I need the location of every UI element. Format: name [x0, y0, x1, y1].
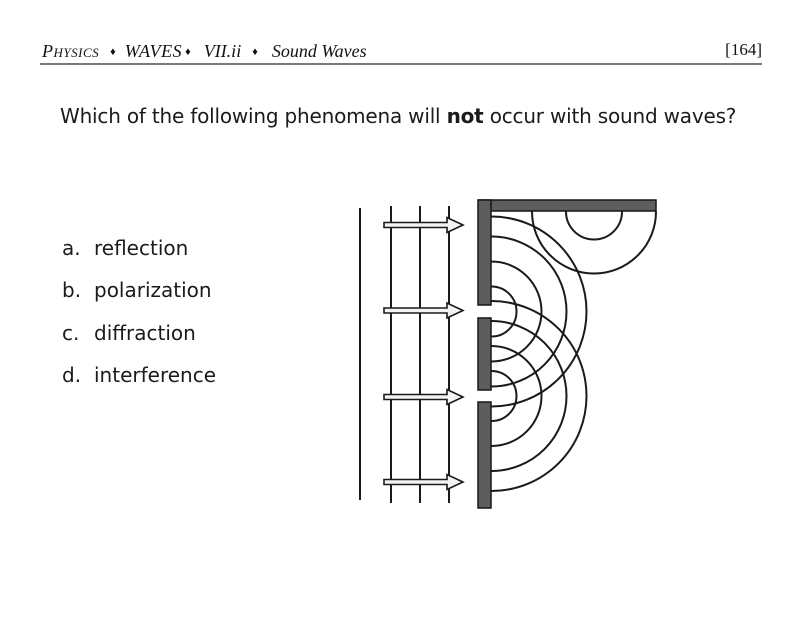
diffracted-wavefront-arc: [491, 300, 588, 492]
direction-arrow-icon: [383, 301, 465, 320]
diffracted-wavefront-arc: [491, 320, 568, 472]
option-letter: d.: [62, 363, 82, 387]
barrier-segment: [477, 199, 492, 306]
diffracted-wavefront-arc: [491, 260, 543, 363]
option-label: interference: [94, 363, 217, 387]
header-subject: Physics: [42, 41, 100, 61]
option-letter: a.: [62, 236, 81, 260]
barrier-segment: [477, 317, 492, 391]
option-letter: b.: [62, 278, 82, 302]
diamond-separator-icon: ♦: [252, 46, 258, 58]
diffracted-wavefront-arc: [491, 235, 568, 388]
answer-option-a: a. reflection: [62, 236, 188, 260]
diamond-separator-icon: ♦: [185, 46, 191, 58]
question-before: Which of the following phenomena will: [60, 104, 447, 128]
answer-option-b: b. polarization: [62, 278, 212, 302]
option-label: diffraction: [94, 321, 196, 345]
header-section-number: VII.ii: [203, 41, 242, 61]
reflected-wavefront-arc: [531, 211, 657, 275]
direction-arrow-icon: [383, 388, 465, 406]
answer-option-c: c. diffraction: [62, 321, 196, 345]
header-topic: WAVES: [124, 41, 183, 61]
diffraction-diagram: [359, 199, 657, 509]
question-emphasis: not: [446, 104, 484, 128]
direction-arrow-icon: [383, 216, 465, 234]
answer-option-d: d. interference: [62, 363, 216, 387]
reflected-wavefront-arc: [565, 211, 623, 241]
option-label: reflection: [94, 236, 189, 260]
diamond-separator-icon: ♦: [110, 46, 116, 58]
header-subtopic: Sound Waves: [271, 41, 367, 61]
header-rule: [40, 63, 762, 65]
direction-arrow-icon: [383, 473, 465, 491]
barrier-segment: [478, 199, 657, 212]
header-breadcrumb: Physics♦WAVES♦VII.ii♦Sound Waves: [42, 41, 367, 62]
option-letter: c.: [62, 321, 80, 345]
page-number: [164]: [725, 40, 762, 59]
option-label: polarization: [94, 278, 212, 302]
question-after: occur with sound waves?: [483, 104, 737, 128]
diffracted-wavefront-arc: [491, 345, 543, 447]
question-text: Which of the following phenomena will no…: [60, 104, 736, 128]
diffracted-wavefront-arc: [491, 285, 518, 338]
barrier-segment: [477, 401, 492, 509]
diffracted-wavefront-arc: [491, 370, 518, 422]
